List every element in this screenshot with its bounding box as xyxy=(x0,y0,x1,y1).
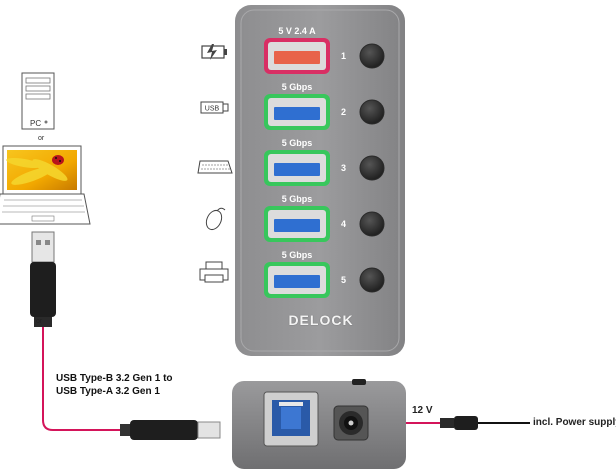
usb-stick-icon: USB xyxy=(200,101,229,114)
or-label: or xyxy=(38,135,45,142)
port-speed-label: 5 Gbps xyxy=(281,82,313,92)
port-insert xyxy=(274,107,320,120)
usb-cable xyxy=(42,327,120,431)
usb-port-4 xyxy=(264,206,385,242)
keyboard-icon xyxy=(197,160,233,174)
port-switch-button-3[interactable] xyxy=(359,155,385,181)
port-number-label: 2 xyxy=(341,107,347,117)
battery-charge-icon xyxy=(201,44,227,60)
cable-description: USB Type-B 3.2 Gen 1 to USB Type-A 3.2 G… xyxy=(56,372,173,398)
pc-label: PC xyxy=(30,119,41,128)
hub-back-panel xyxy=(232,379,406,469)
mouse-icon xyxy=(205,207,226,231)
port-number-label: 5 xyxy=(341,275,347,285)
usb-b-plug xyxy=(120,420,221,440)
usb-port-5 xyxy=(264,262,385,298)
port-switch-button-4[interactable] xyxy=(359,211,385,237)
port-switch-button-1[interactable] xyxy=(359,43,385,69)
printer-icon xyxy=(199,261,229,283)
brand-logo: DELOCK xyxy=(288,312,354,328)
power-supply-label: incl. Power supply xyxy=(533,417,616,428)
usb-a-plug xyxy=(30,231,56,327)
port-speed-label: 5 Gbps xyxy=(281,138,313,148)
port-speed-label: 5 V 2.4 A xyxy=(278,26,316,36)
usb-port-2 xyxy=(264,94,385,130)
svg-text:USB: USB xyxy=(205,106,220,113)
port-insert xyxy=(274,275,320,288)
port-speed-label: 5 Gbps xyxy=(281,194,313,204)
port-switch-button-5[interactable] xyxy=(359,267,385,293)
port-number-label: 4 xyxy=(341,219,347,229)
port-insert xyxy=(274,163,320,176)
laptop-icon xyxy=(0,145,91,225)
port-speed-label: 5 Gbps xyxy=(281,250,313,260)
usb-port-3 xyxy=(264,150,385,186)
pc-tower-icon xyxy=(21,72,55,130)
usb-ports xyxy=(264,38,385,298)
port-number-label: 3 xyxy=(341,163,347,173)
port-insert xyxy=(274,51,320,64)
port-insert xyxy=(274,219,320,232)
power-voltage: 12 V xyxy=(412,405,433,416)
power-plug xyxy=(440,416,530,430)
cable-line-2: USB Type-A 3.2 Gen 1 xyxy=(56,386,160,397)
cable-line-1: USB Type-B 3.2 Gen 1 to xyxy=(56,373,173,384)
usb-port-1 xyxy=(264,38,385,74)
port-switch-button-2[interactable] xyxy=(359,99,385,125)
or-label-2: or xyxy=(36,318,43,325)
port-number-label: 1 xyxy=(341,51,347,61)
